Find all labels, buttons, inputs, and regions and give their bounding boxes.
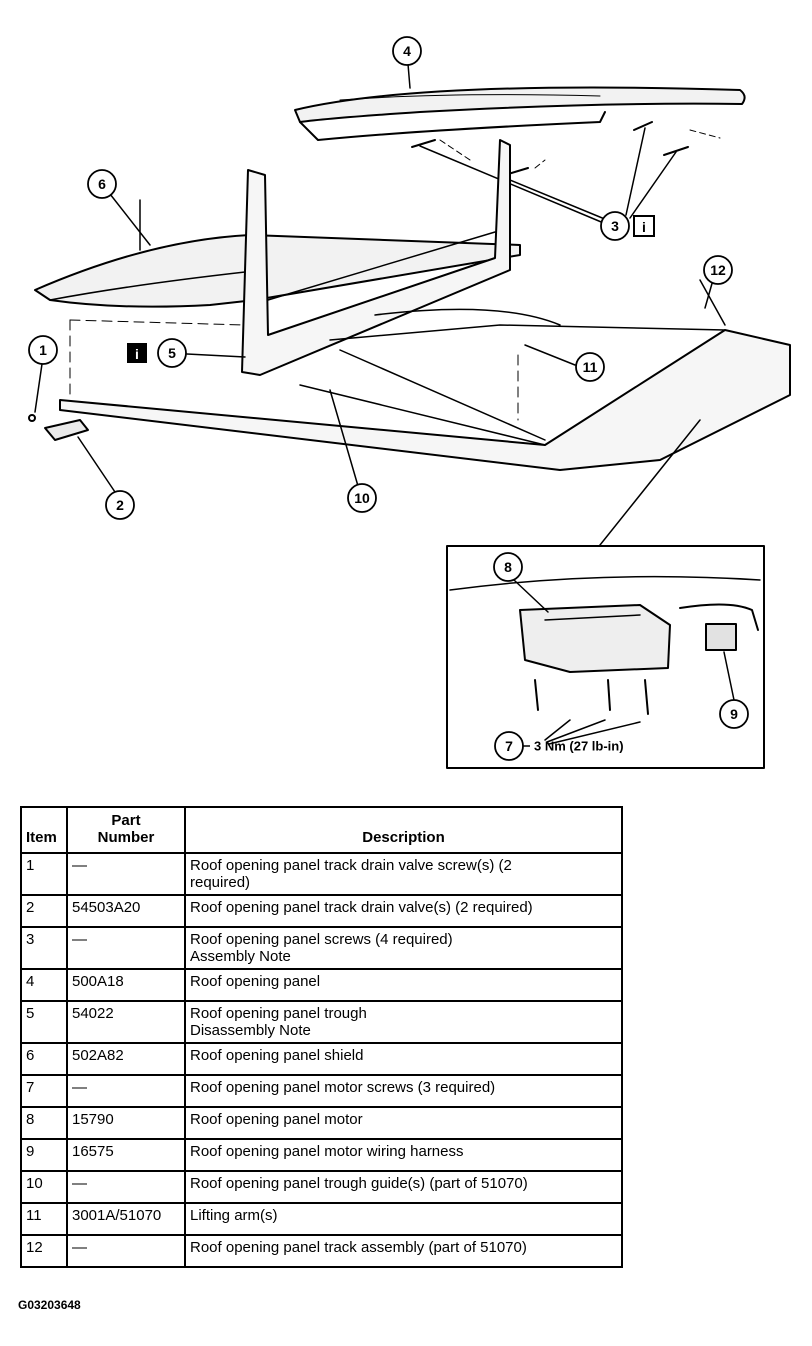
alignment-dashes (69, 319, 519, 421)
callout-6: 6 (98, 176, 106, 192)
svg-text:i: i (642, 219, 646, 235)
description-line: Roof opening panel screws (4 required) (190, 931, 453, 948)
callout-3: 3 (611, 218, 619, 234)
description-line: Roof opening panel motor screws (3 requi… (190, 1079, 496, 1096)
cell-item: 4 (20, 968, 68, 1002)
description-line: Roof opening panel (190, 973, 321, 990)
header-item: Item (20, 806, 68, 854)
table-row: 3—Roof opening panel screws (4 required)… (20, 926, 623, 970)
drain-valve-drawing (28, 363, 116, 493)
svg-text:i: i (135, 346, 139, 362)
callout-7: 7 (505, 738, 513, 754)
cell-description: Roof opening panel track assembly (part … (184, 1234, 623, 1268)
cell-part-number: — (66, 1234, 186, 1268)
header-description: Description (184, 806, 623, 854)
cell-part-number: 54022 (66, 1000, 186, 1044)
callout-12: 12 (710, 262, 726, 278)
roof-panel-shield-drawing (34, 199, 521, 308)
cell-item: 11 (20, 1202, 68, 1236)
cell-item: 8 (20, 1106, 68, 1140)
cell-part-number: — (66, 852, 186, 896)
cell-item: 2 (20, 894, 68, 928)
cell-description: Roof opening panel (184, 968, 623, 1002)
cell-part-number: 3001A/51070 (66, 1202, 186, 1236)
cell-item: 12 (20, 1234, 68, 1268)
description-line: Roof opening panel track assembly (part … (190, 1239, 527, 1256)
cell-part-number: 500A18 (66, 968, 186, 1002)
callout-5: 5 (168, 345, 176, 361)
motor-detail-inset (446, 545, 765, 769)
callout-4: 4 (403, 43, 411, 59)
table-row: 12—Roof opening panel track assembly (pa… (20, 1234, 623, 1268)
cell-part-number: — (66, 1074, 186, 1108)
description-line: Roof opening panel shield (190, 1047, 364, 1064)
callout-1: 1 (39, 342, 47, 358)
exploded-view-diagram: 4 3 6 1 5 2 10 11 12 8 9 7 i i 3 Nm (27 … (28, 36, 791, 769)
cell-part-number: 54503A20 (66, 894, 186, 928)
callout-9: 9 (730, 706, 738, 722)
table-header-row: Item Part Number Description (20, 806, 623, 854)
description-line: Roof opening panel track drain valve(s) … (190, 899, 533, 916)
callout-2: 2 (116, 497, 124, 513)
cell-part-number: 16575 (66, 1138, 186, 1172)
roof-opening-panel-drawing (294, 86, 746, 141)
roof-panel-screws-drawing (411, 121, 721, 225)
cell-description: Roof opening panel motor (184, 1106, 623, 1140)
callout-10: 10 (354, 490, 370, 506)
parts-table: Item Part Number Description 1—Roof open… (20, 806, 623, 1268)
cell-description: Roof opening panel motor screws (3 requi… (184, 1074, 623, 1108)
table-row: 1—Roof opening panel track drain valve s… (20, 852, 623, 896)
info-icon: i (127, 343, 147, 363)
cell-part-number: 15790 (66, 1106, 186, 1140)
cell-item: 9 (20, 1138, 68, 1172)
cell-description: Lifting arm(s) (184, 1202, 623, 1236)
cell-part-number: — (66, 926, 186, 970)
cell-description: Roof opening panel track drain valve scr… (184, 852, 623, 896)
description-line: Roof opening panel track drain valve scr… (190, 857, 512, 874)
header-part-number: Part Number (66, 806, 186, 854)
description-line: Disassembly Note (190, 1022, 311, 1039)
table-row: 7—Roof opening panel motor screws (3 req… (20, 1074, 623, 1108)
cell-item: 10 (20, 1170, 68, 1204)
cell-description: Roof opening panel motor wiring harness (184, 1138, 623, 1172)
cell-item: 1 (20, 852, 68, 896)
description-line: Roof opening panel trough guide(s) (part… (190, 1175, 528, 1192)
cell-item: 6 (20, 1042, 68, 1076)
cell-description: Roof opening panel trough guide(s) (part… (184, 1170, 623, 1204)
callout-leaders (109, 63, 714, 546)
roof-panel-trough-drawing (241, 139, 511, 376)
info-icon: i (633, 215, 655, 237)
description-line: Roof opening panel motor (190, 1111, 363, 1128)
table-row: 10—Roof opening panel trough guide(s) (p… (20, 1170, 623, 1204)
figure-id: G03203648 (18, 1298, 81, 1312)
roof-panel-track-assembly-drawing (59, 279, 791, 471)
cell-description: Roof opening panel screws (4 required)As… (184, 926, 623, 970)
callout-8: 8 (504, 559, 512, 575)
description-line: Assembly Note (190, 948, 291, 965)
description-line: Lifting arm(s) (190, 1207, 278, 1224)
callout-11: 11 (583, 359, 598, 375)
cell-part-number: 502A82 (66, 1042, 186, 1076)
cell-item: 3 (20, 926, 68, 970)
description-line: Roof opening panel motor wiring harness (190, 1143, 464, 1160)
cell-description: Roof opening panel track drain valve(s) … (184, 894, 623, 928)
cell-item: 5 (20, 1000, 68, 1044)
description-line: required) (190, 874, 251, 891)
cell-item: 7 (20, 1074, 68, 1108)
description-line: Roof opening panel trough (190, 1005, 367, 1022)
cell-part-number: — (66, 1170, 186, 1204)
torque-spec-label: 3 Nm (27 lb-in) (534, 739, 624, 754)
cell-description: Roof opening panel shield (184, 1042, 623, 1076)
